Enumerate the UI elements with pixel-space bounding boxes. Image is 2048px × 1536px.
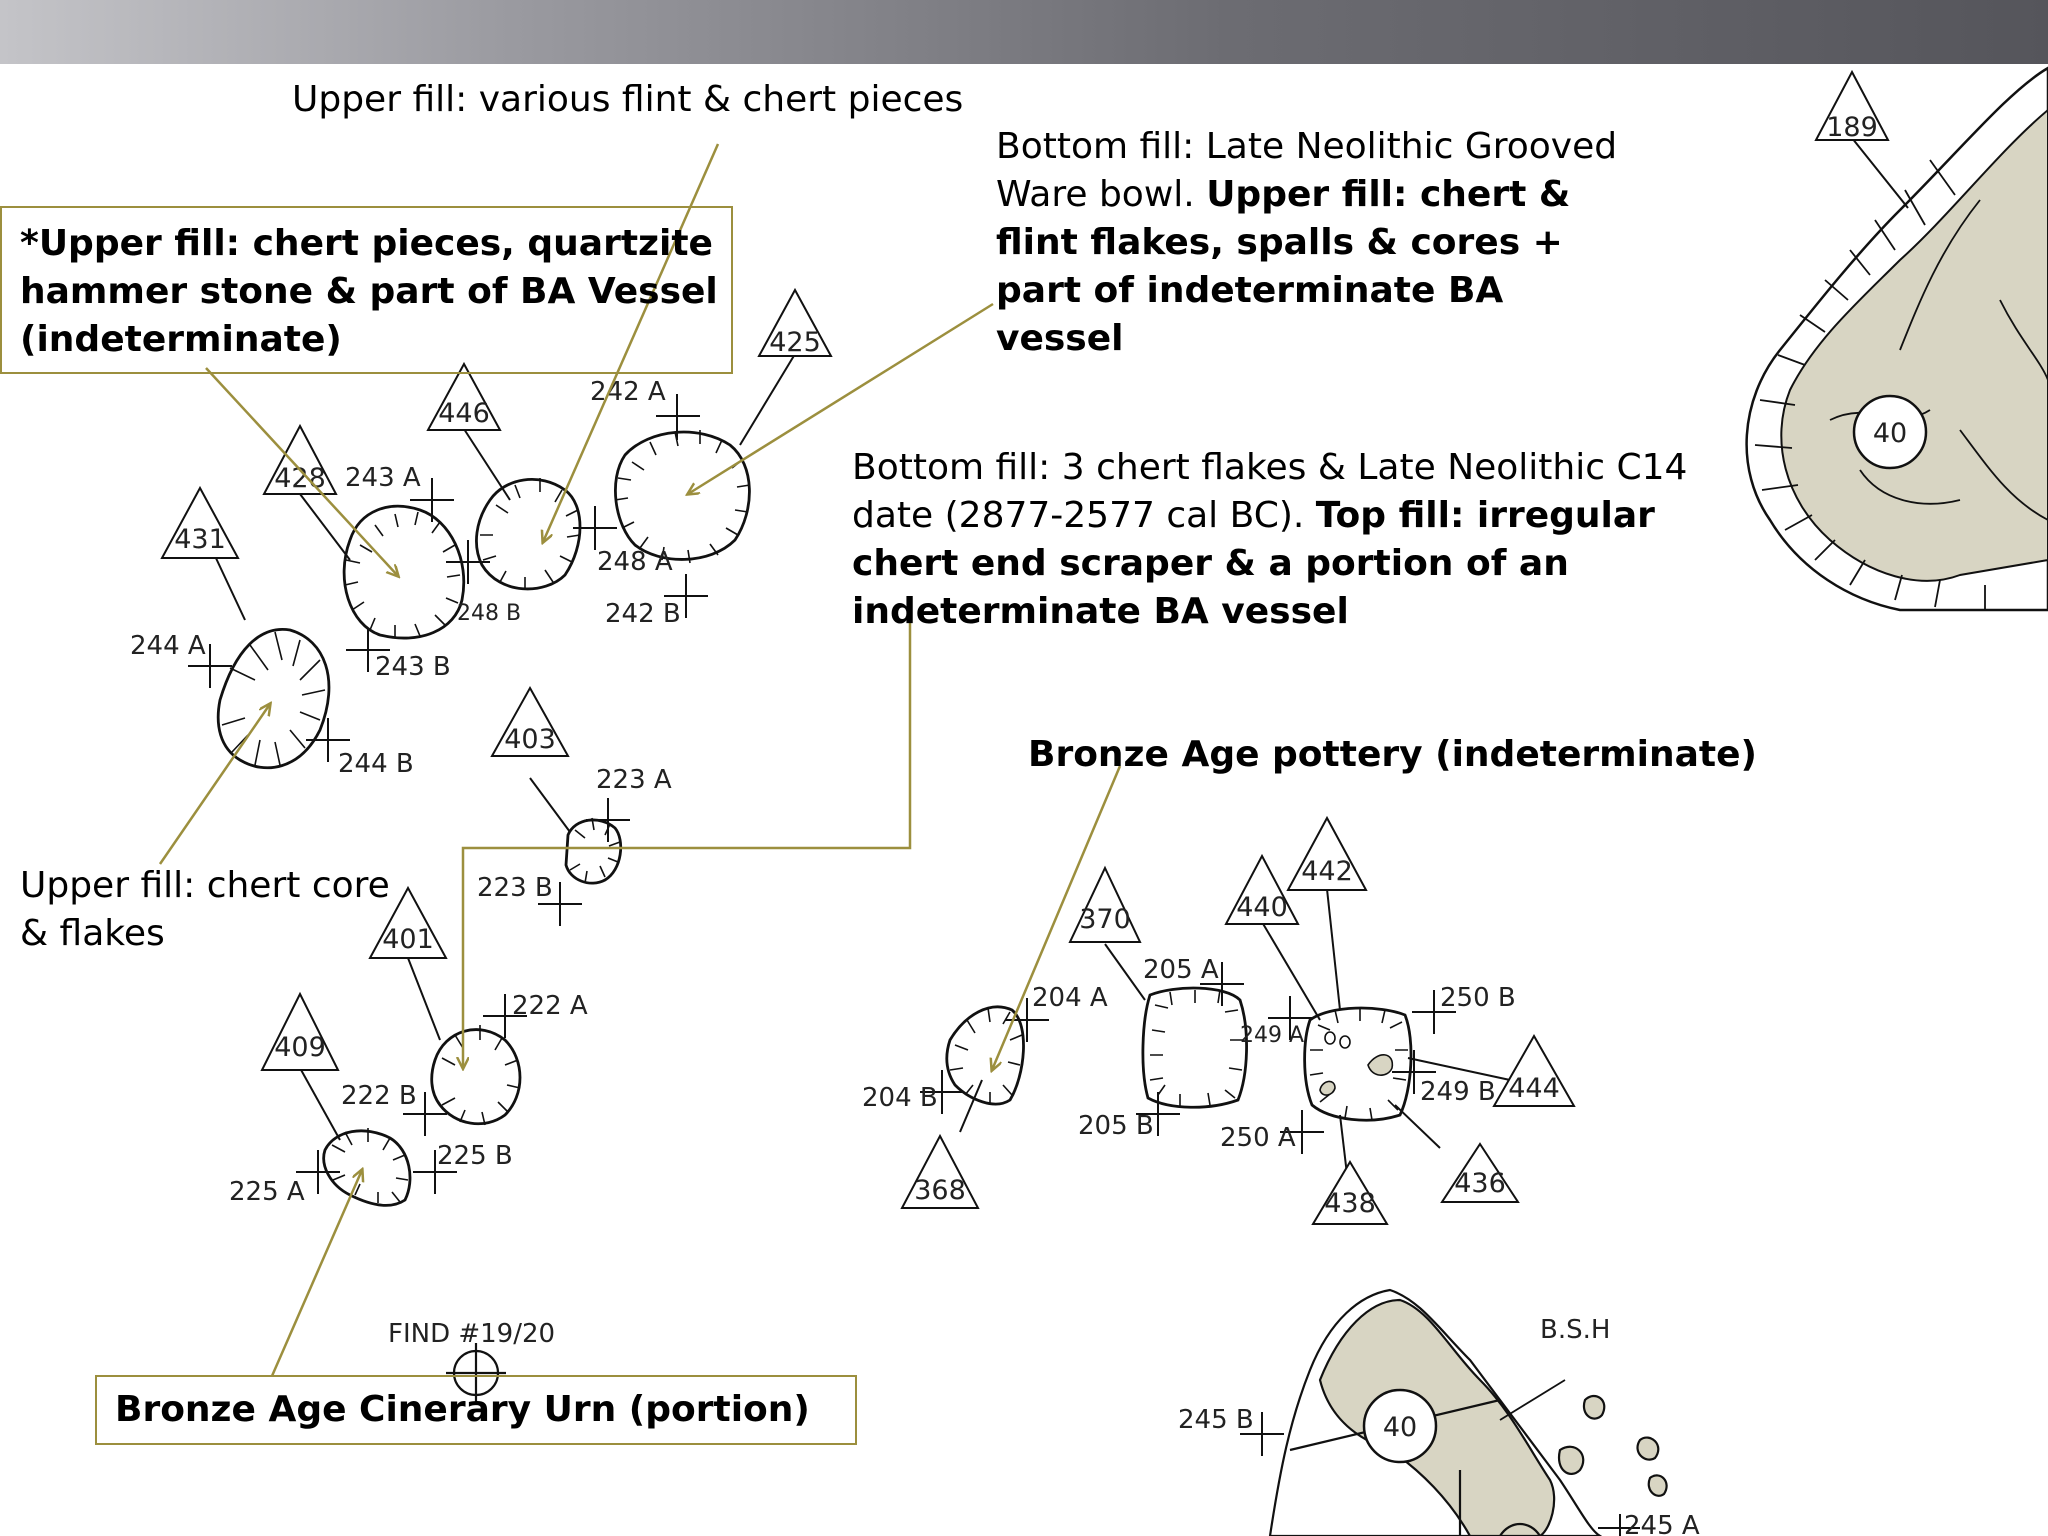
pit-40-label-top: 40	[1873, 418, 1907, 449]
pit-204	[945, 1005, 1025, 1106]
note-upper-fill-various: Upper fill: various flint & chert pieces	[292, 79, 964, 120]
marker-label: 436	[1454, 1168, 1506, 1199]
note-chert-quartzite-box: *Upper fill: chert pieces, quartzite ham…	[0, 206, 733, 374]
point-label: 244 B	[338, 749, 414, 779]
marker-label: 403	[504, 724, 556, 755]
note-grooved-ware-bold: Upper fill: chert & flint flakes, spalls…	[996, 174, 1571, 359]
pit-225	[322, 1129, 412, 1207]
marker-label: 446	[438, 398, 490, 429]
find-label: FIND #19/20	[388, 1319, 555, 1349]
leader-lines	[158, 143, 1122, 1377]
point-label: 225 B	[437, 1141, 513, 1171]
note-urn-box: Bronze Age Cinerary Urn (portion)	[95, 1375, 857, 1445]
survey-crosses	[188, 394, 1640, 1536]
pit-243	[342, 505, 466, 640]
marker-labels: 189 425 446 428 431 403 401 409 370 440 …	[174, 112, 1878, 1219]
note-c14-date: Bottom fill: 3 chert flakes & Late Neoli…	[852, 444, 1772, 636]
note-ba-pottery: Bronze Age pottery (indeterminate)	[1028, 734, 1757, 775]
point-label: 249 B	[1420, 1077, 1496, 1107]
point-label: 222 B	[341, 1081, 417, 1111]
feature-40-bottom	[1268, 1288, 1668, 1536]
point-label: 223 B	[477, 873, 553, 903]
feature-40-top	[1745, 66, 2048, 612]
point-label: 250 B	[1440, 983, 1516, 1013]
marker-label: 368	[914, 1175, 966, 1206]
note-chert-quartzite-text: *Upper fill: chert pieces, quartzite ham…	[20, 223, 718, 360]
marker-label: 370	[1079, 904, 1131, 935]
pit-248	[475, 478, 582, 591]
marker-lines	[214, 137, 1909, 1201]
title-bar	[0, 0, 2048, 64]
point-label: 242 B	[605, 599, 681, 629]
point-label: 243 A	[345, 463, 421, 493]
point-label: 204 A	[1032, 983, 1108, 1013]
pit-222	[430, 1028, 522, 1125]
point-label: 250 A	[1220, 1123, 1296, 1153]
marker-label: 189	[1826, 112, 1878, 143]
point-label: 242 A	[590, 377, 666, 407]
pits	[216, 430, 1413, 1207]
pit-40-label-bottom: 40	[1383, 1412, 1417, 1443]
point-label: 248 A	[597, 547, 673, 577]
note-c14-bold: Top fill: irregular chert end scraper & …	[852, 495, 1655, 632]
note-chert-core: Upper fill: chert core & flakes	[20, 865, 390, 954]
marker-label: 431	[174, 524, 226, 555]
marker-label: 440	[1236, 892, 1288, 923]
point-label: 244 A	[130, 631, 206, 661]
point-label: 223 A	[596, 765, 672, 795]
point-label: 245 B	[1178, 1405, 1254, 1435]
pit-242	[614, 430, 751, 561]
point-label: 205 B	[1078, 1111, 1154, 1141]
note-urn-text: Bronze Age Cinerary Urn (portion)	[115, 1389, 810, 1430]
note-c14-normal: Bottom fill: 3 chert flakes & Late Neoli…	[852, 447, 1688, 536]
point-label: 205 A	[1143, 955, 1219, 985]
find-19-20-symbol	[446, 1343, 506, 1403]
point-label: 248 B	[457, 601, 521, 626]
note-grooved-ware-normal: Bottom fill: Late Neolithic Grooved Ware…	[996, 126, 1618, 215]
triangle-markers	[160, 69, 1890, 1225]
marker-label: 425	[769, 327, 821, 358]
point-label: 243 B	[375, 652, 451, 682]
point-label: 249 A	[1240, 1023, 1304, 1048]
point-label: 222 A	[512, 991, 588, 1021]
marker-label: 438	[1324, 1188, 1376, 1219]
marker-label: 401	[382, 924, 434, 955]
point-label: 204 B	[862, 1083, 938, 1113]
marker-label: 442	[1301, 856, 1353, 887]
point-label: 245 A	[1624, 1511, 1700, 1536]
marker-label: 444	[1508, 1073, 1560, 1104]
bsh-label: B.S.H	[1540, 1315, 1610, 1345]
pit-244	[216, 627, 331, 770]
point-labels: 242 A 243 A 248 A 248 B 242 B 243 B 244 …	[130, 377, 1700, 1536]
marker-label: 409	[274, 1032, 326, 1063]
pit-hatching	[221, 430, 1408, 1203]
note-grooved-ware: Bottom fill: Late Neolithic Grooved Ware…	[996, 123, 1636, 363]
point-label: 225 A	[229, 1177, 305, 1207]
